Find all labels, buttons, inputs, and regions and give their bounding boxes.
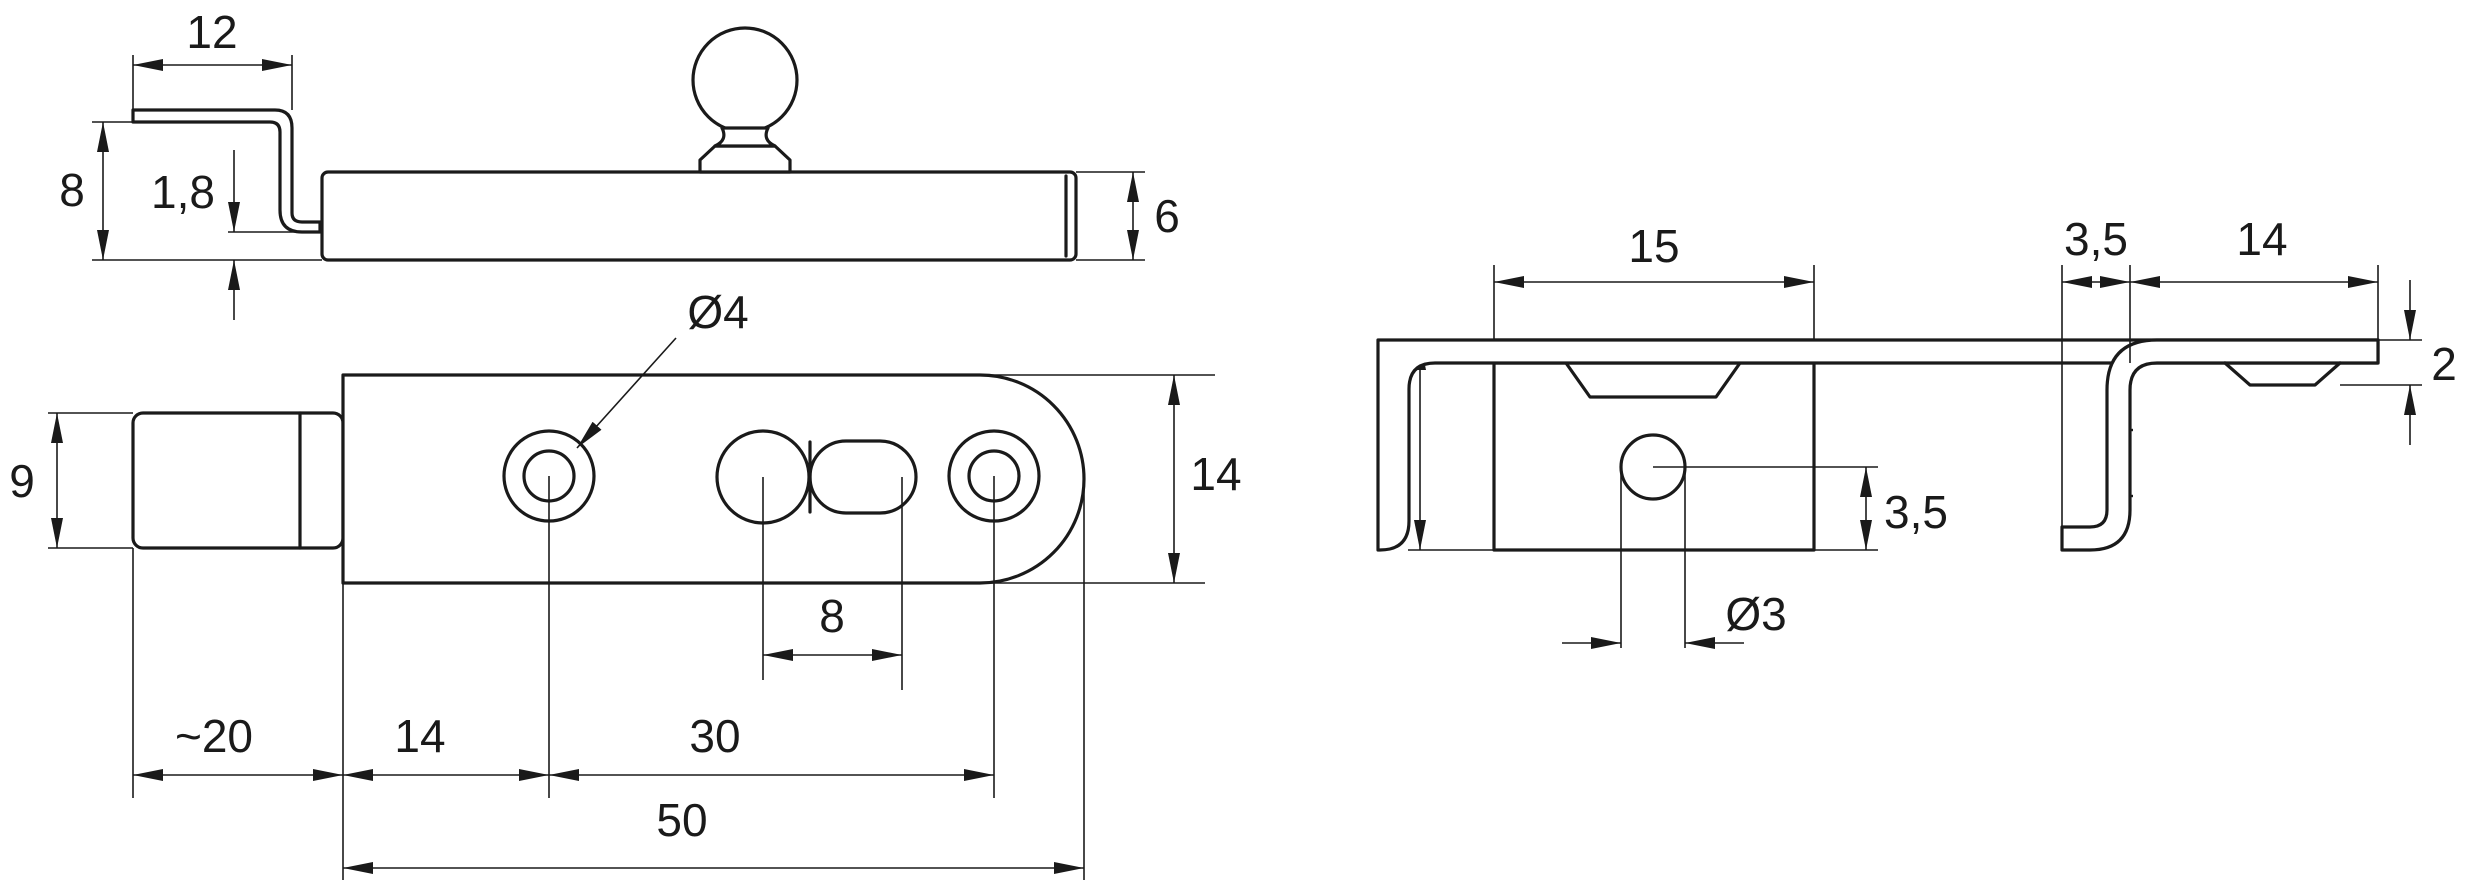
top-dimensions: 9 Ø4 14 8 ~20 14 30 50 [9,286,1242,880]
dim-tab-height-label: 9 [9,455,35,507]
dim-bracket-thickness-label: 2 [2431,338,2457,390]
dim-body-height-label: 6 [1154,190,1180,242]
bolt-top-view [131,373,1086,585]
dim-keeper-hole-height-label: 3,5 [1884,486,1948,538]
dim-overall-length-label: 50 [656,794,707,846]
knob-slot [808,439,918,515]
dim-keeper-width-label: 15 [1628,220,1679,272]
keeper-dimensions: 15 9 3,5 Ø3 [1379,220,1948,649]
dim-tab-length-label: ~20 [175,710,253,762]
dim-total-height-label: 8 [59,164,85,216]
dim-bracket-flange-label: 14 [2236,213,2287,265]
bolt-side-view [131,26,1078,262]
dim-hole-dia-label: Ø4 [687,286,748,338]
knob-neck [713,126,777,148]
dim-arm-width-label: 12 [186,6,237,58]
bolt-body-side [320,170,1078,262]
dim-hole-spacing-label: 30 [689,710,740,762]
dim-bracket-wall-label: 3,5 [2064,213,2128,265]
dim-hole-offset-label: 14 [394,710,445,762]
knob-stem [698,144,792,174]
bent-arm [131,108,322,234]
side-dimensions: 12 8 1,8 6 [59,6,1180,320]
bracket-dimensions: 3,5 14 2 [2061,213,2457,527]
bolt-tab [131,411,345,550]
dim-slot-length-label: 8 [819,590,845,642]
dim-leader-hole [576,337,677,449]
dim-thickness-label: 1,8 [151,166,215,218]
keeper-side-view [1376,338,2380,552]
dim-body-width-label: 14 [1190,448,1241,500]
dim-keeper-hole-dia-label: Ø3 [1725,588,1786,640]
knob-ball [691,26,799,134]
l-bracket-profile [2060,338,2380,552]
bracket-countersink [2223,361,2342,387]
keeper-front-view [1492,338,1816,552]
